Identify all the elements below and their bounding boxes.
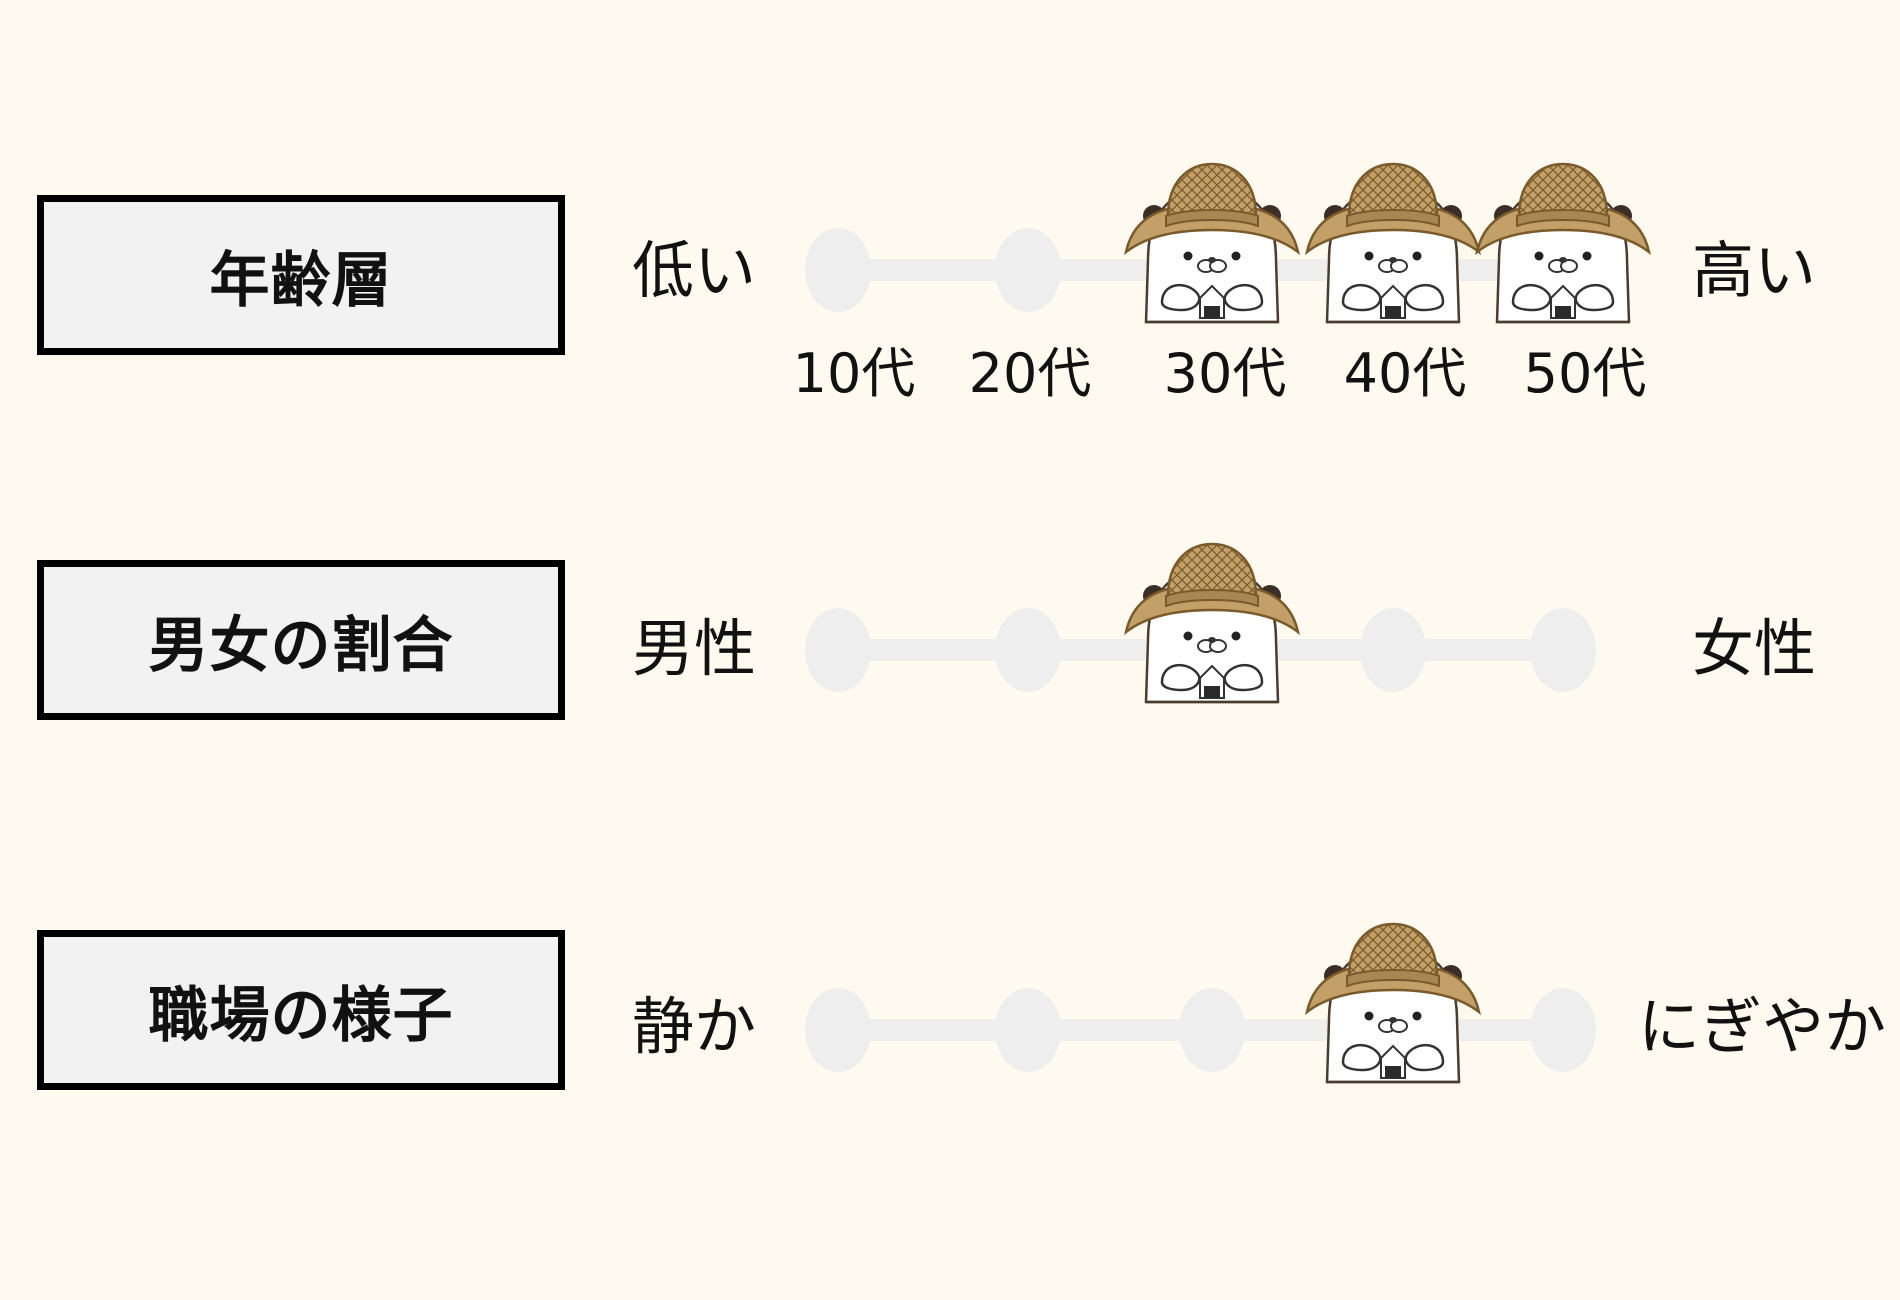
- tick-label-30s: 30代: [1163, 342, 1287, 405]
- tick-label-10s: 10代: [792, 342, 916, 405]
- scale-left-label-age: 低い: [632, 234, 757, 307]
- scale-point: [995, 228, 1061, 312]
- scale-point: [1179, 988, 1245, 1072]
- scale-point: [1530, 608, 1596, 692]
- tick-label-20s: 20代: [968, 342, 1092, 405]
- row-label-gender-ratio: 男女の割合: [37, 560, 565, 720]
- scale-point: [1360, 608, 1426, 692]
- scale-right-label-gender: 女性: [1692, 612, 1817, 685]
- scale-point: [995, 988, 1061, 1072]
- scale-point: [1530, 988, 1596, 1072]
- scale-point: [995, 608, 1061, 692]
- scale-row-1: [805, 162, 1651, 324]
- otter-with-hat-icon: [1475, 162, 1651, 324]
- scale-right-label-age: 高い: [1692, 234, 1817, 307]
- otter-with-hat-icon: [1124, 542, 1300, 704]
- otter-with-hat-icon: [1305, 162, 1481, 324]
- scale-left-label-workplace: 静か: [632, 990, 757, 1063]
- otter-with-hat-icon: [1124, 162, 1300, 324]
- row-label-age: 年齢層: [37, 195, 565, 355]
- tick-label-40s: 40代: [1343, 342, 1467, 405]
- row-label-workplace: 職場の様子: [37, 930, 565, 1090]
- scale-left-label-gender: 男性: [632, 612, 757, 685]
- scale-right-label-workplace: にぎやか: [1638, 990, 1887, 1063]
- tick-label-50s: 50代: [1523, 342, 1647, 405]
- scale-row-2: [805, 542, 1596, 704]
- scale-row-3: [805, 922, 1596, 1084]
- otter-with-hat-icon: [1305, 922, 1481, 1084]
- scale-point: [805, 608, 871, 692]
- scale-point: [805, 228, 871, 312]
- scale-point: [805, 988, 871, 1072]
